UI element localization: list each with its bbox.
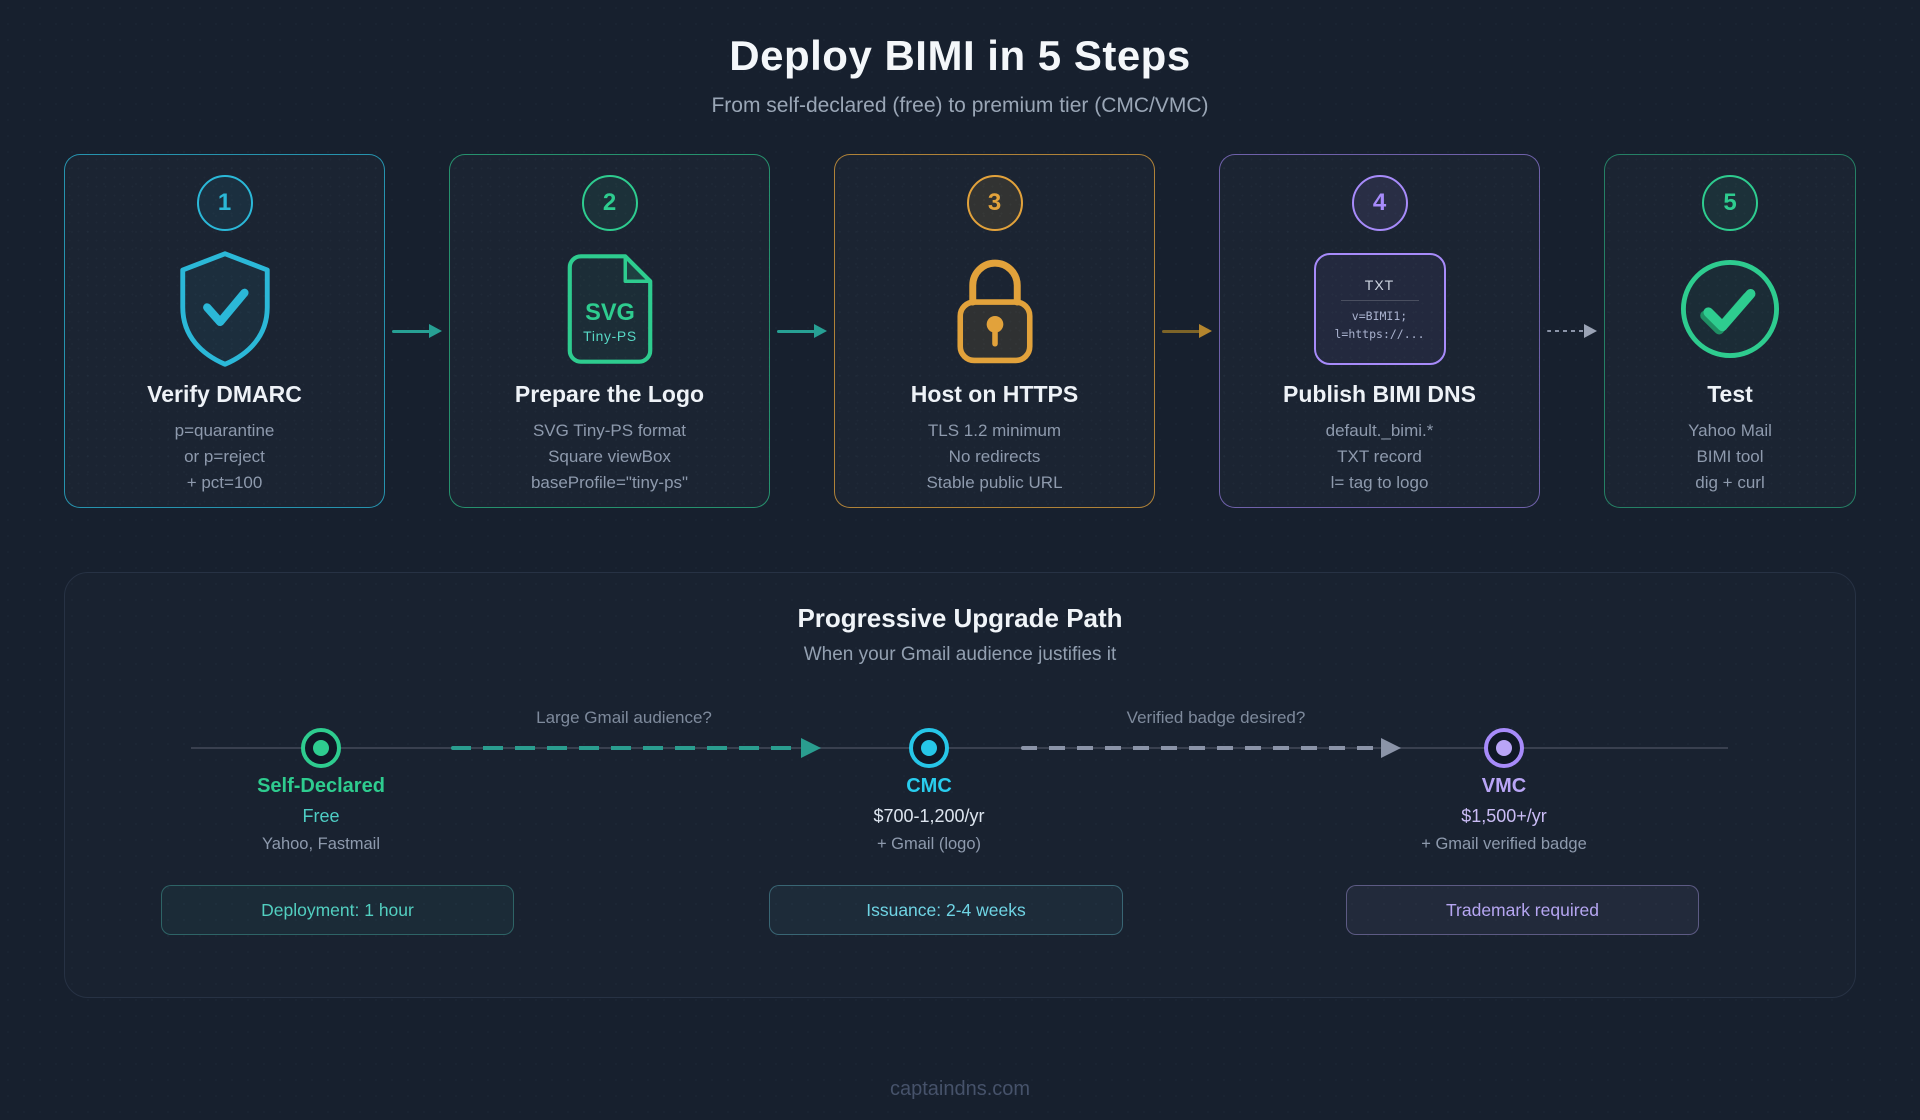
step-card-5: 5 Test Yahoo Mail BIMI tool dig + curl	[1604, 154, 1856, 508]
tier-vmc: VMC $1,500+/yr + Gmail verified badge	[1304, 775, 1704, 854]
tier-note: Yahoo, Fastmail	[262, 835, 380, 853]
upgrade-path-title: Progressive Upgrade Path	[797, 603, 1123, 633]
tier-price: $700-1,200/yr	[873, 806, 985, 826]
step-detail-line: l= tag to logo	[1330, 473, 1429, 492]
step-card-2: 2 SVG Tiny-PS Prepare the Logo SVG Tiny-…	[449, 154, 770, 508]
tier-badge-deployment: Deployment: 1 hour	[161, 885, 514, 935]
tier-name: Self-Declared	[257, 775, 385, 797]
tier-node-cmc	[909, 728, 949, 768]
txt-record-code-line: v=BIMI1;	[1351, 309, 1408, 323]
shield-check-icon	[65, 245, 384, 373]
upgrade-path-subtitle: When your Gmail audience justifies it	[803, 644, 1117, 665]
step-number-badge: 5	[1702, 175, 1758, 231]
step-detail-line: TLS 1.2 minimum	[927, 421, 1062, 440]
step-detail-line: baseProfile="tiny-ps"	[530, 473, 689, 492]
step-details: p=quarantine or p=reject + pct=100	[65, 418, 384, 496]
step-details: Yahoo Mail BIMI tool dig + curl	[1605, 418, 1855, 496]
step-details: SVG Tiny-PS format Square viewBox basePr…	[450, 418, 769, 496]
tier-name: VMC	[1481, 775, 1527, 797]
step-number-badge: 2	[581, 175, 638, 231]
padlock-icon	[835, 245, 1154, 373]
step-detail-line: Yahoo Mail	[1688, 421, 1772, 440]
node-dot	[1496, 740, 1512, 756]
step-detail-line: BIMI tool	[1696, 447, 1764, 466]
step-number-badge: 1	[196, 175, 253, 231]
check-circle-icon	[1605, 245, 1855, 373]
tier-badge-issuance: Issuance: 2-4 weeks	[769, 885, 1123, 935]
step-detail-line: Stable public URL	[926, 473, 1063, 492]
page-title: Deploy BIMI in 5 Steps	[729, 32, 1191, 79]
step-title: Publish BIMI DNS	[1283, 381, 1476, 407]
steps-row: 1 Verify DMARC p=quarantine or p=reject …	[64, 154, 1856, 508]
arrowhead-gray-icon	[1381, 738, 1401, 758]
step-arrow-icon	[1155, 154, 1219, 508]
footer-domain: captaindns.com	[889, 1078, 1031, 1100]
node-dot	[921, 740, 937, 756]
upgrade-path-section: Progressive Upgrade Path When your Gmail…	[64, 572, 1856, 998]
step-title: Host on HTTPS	[910, 381, 1079, 407]
txt-record-icon: TXT v=BIMI1; l=https://...	[1220, 245, 1539, 373]
header: Deploy BIMI in 5 Steps From self-declare…	[0, 0, 1920, 118]
dashed-arrow-gray	[1021, 746, 1381, 750]
txt-record-code-line: l=https://...	[1334, 327, 1425, 341]
step-title: Verify DMARC	[147, 381, 302, 407]
node-dot	[313, 740, 329, 756]
question-label-1: Large Gmail audience?	[536, 708, 712, 727]
dashed-arrow-teal	[451, 746, 801, 750]
step-detail-line: SVG Tiny-PS format	[532, 421, 687, 440]
svg-file-sublabel: Tiny-PS	[583, 328, 637, 344]
step-card-3: 3 Host on HTTPS TLS 1.2 minimum No redir…	[834, 154, 1155, 508]
page-subtitle: From self-declared (free) to premium tie…	[711, 94, 1209, 117]
tier-self-declared: Self-Declared Free Yahoo, Fastmail	[121, 775, 521, 854]
tier-name: CMC	[906, 775, 952, 797]
step-arrow-icon	[1540, 154, 1604, 508]
tier-note: + Gmail (logo)	[876, 835, 982, 853]
step-card-1: 1 Verify DMARC p=quarantine or p=reject …	[64, 154, 385, 508]
tier-note: + Gmail verified badge	[1421, 835, 1587, 853]
step-detail-line: default._bimi.*	[1325, 421, 1434, 440]
tier-price: $1,500+/yr	[1461, 806, 1547, 826]
tier-cmc: CMC $700-1,200/yr + Gmail (logo)	[729, 775, 1129, 854]
arrowhead-teal-icon	[801, 738, 821, 758]
step-detail-line: dig + curl	[1695, 473, 1765, 492]
txt-record-box: TXT v=BIMI1; l=https://...	[1313, 253, 1446, 365]
timeline-track	[191, 747, 1728, 749]
svg-file-icon: SVG Tiny-PS	[450, 245, 769, 373]
step-title: Prepare the Logo	[514, 381, 705, 407]
step-detail-line: + pct=100	[186, 473, 263, 492]
txt-record-type: TXT	[1364, 277, 1395, 293]
step-arrow-icon	[385, 154, 449, 508]
tier-node-vmc	[1484, 728, 1524, 768]
upgrade-timeline: Large Gmail audience? Verified badge des…	[65, 573, 1855, 997]
step-number-badge: 3	[966, 175, 1023, 231]
step-detail-line: or p=reject	[184, 447, 265, 466]
tier-badge-trademark: Trademark required	[1346, 885, 1699, 935]
step-card-4: 4 TXT v=BIMI1; l=https://... Publish BIM…	[1219, 154, 1540, 508]
svg-file-label: SVG	[585, 299, 635, 325]
question-label-2: Verified badge desired?	[1126, 708, 1306, 727]
step-title: Test	[1707, 381, 1753, 407]
txt-record-divider	[1340, 300, 1419, 301]
step-detail-line: No redirects	[948, 447, 1041, 466]
step-details: TLS 1.2 minimum No redirects Stable publ…	[835, 418, 1154, 496]
step-number-badge: 4	[1351, 175, 1408, 231]
tier-price: Free	[302, 806, 340, 826]
tier-node-self-declared	[301, 728, 341, 768]
step-details: default._bimi.* TXT record l= tag to log…	[1220, 418, 1539, 496]
step-detail-line: p=quarantine	[174, 421, 275, 440]
step-detail-line: TXT record	[1337, 447, 1422, 466]
step-detail-line: Square viewBox	[548, 447, 671, 466]
step-arrow-icon	[770, 154, 834, 508]
